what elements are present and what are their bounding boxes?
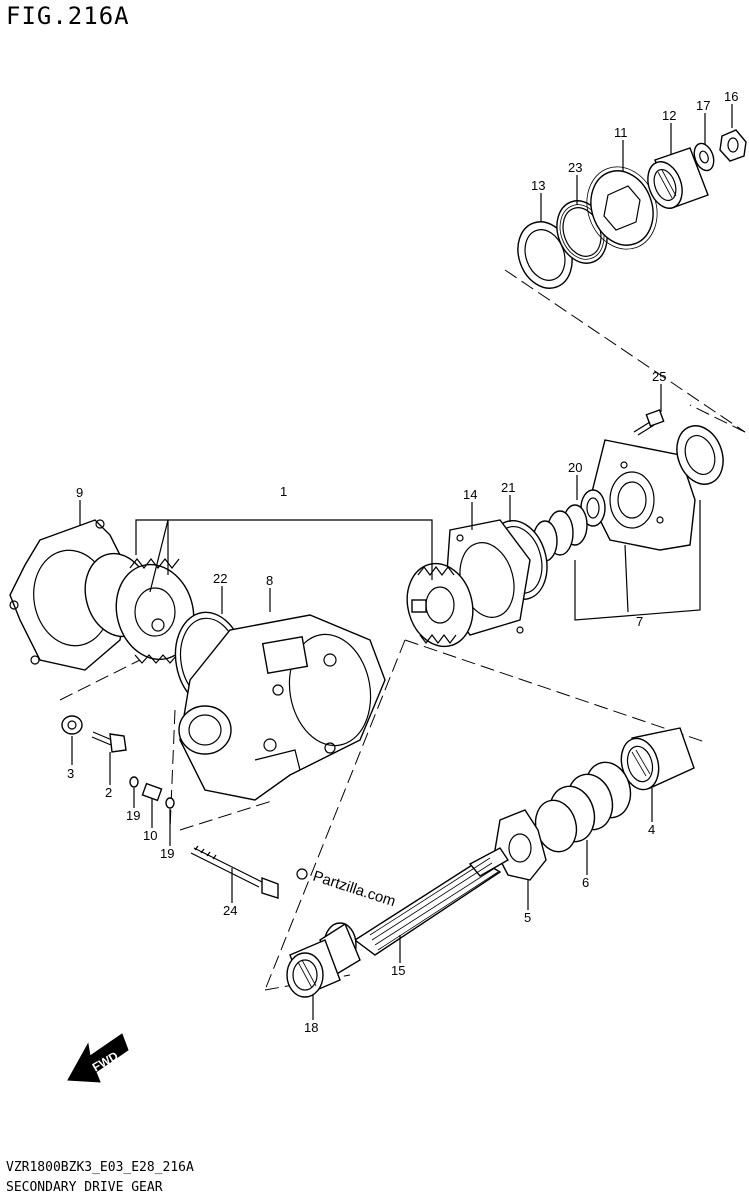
part-3-washer[interactable] bbox=[61, 715, 83, 735]
fwd-arrow-icon: FWD bbox=[67, 1033, 129, 1083]
part-2-bolt[interactable] bbox=[91, 731, 127, 753]
callout-11: 11 bbox=[614, 125, 628, 140]
callout-17: 17 bbox=[696, 98, 710, 113]
callout-9: 9 bbox=[76, 485, 83, 500]
callout-1: 1 bbox=[280, 484, 287, 499]
watermark-text: Partzilla.com bbox=[311, 868, 398, 911]
part-5-cam[interactable] bbox=[494, 809, 547, 881]
callout-20: 20 bbox=[568, 460, 582, 475]
callout-24: 24 bbox=[223, 903, 237, 918]
part-6-spring[interactable] bbox=[530, 757, 637, 856]
callout-19-a: 19 bbox=[126, 808, 140, 823]
part-8-gear-case[interactable] bbox=[178, 614, 386, 801]
callout-12: 12 bbox=[662, 108, 676, 123]
part-17-washer[interactable] bbox=[691, 141, 717, 173]
part-12-bearing[interactable] bbox=[642, 147, 709, 213]
figure-title: FIG.216A bbox=[6, 2, 130, 30]
callout-6: 6 bbox=[582, 875, 589, 890]
callout-25: 25 bbox=[652, 369, 666, 384]
callout-2: 2 bbox=[105, 785, 112, 800]
callout-8: 8 bbox=[266, 573, 273, 588]
callout-10: 10 bbox=[143, 828, 157, 843]
callout-7: 7 bbox=[636, 614, 643, 629]
part-25-bolt[interactable] bbox=[633, 409, 665, 436]
callout-5: 5 bbox=[524, 910, 531, 925]
callout-22: 22 bbox=[213, 571, 227, 586]
callout-13: 13 bbox=[531, 178, 545, 193]
callout-18: 18 bbox=[304, 1020, 318, 1035]
part-15-shaft[interactable] bbox=[319, 847, 509, 977]
callout-19-b: 19 bbox=[160, 846, 174, 861]
callout-21: 21 bbox=[501, 480, 515, 495]
part-10-dowel-pin[interactable] bbox=[141, 782, 163, 802]
part-16-nut[interactable] bbox=[719, 129, 747, 162]
part-18-needle-bearing[interactable] bbox=[286, 939, 341, 998]
part-19-o-ring-b[interactable] bbox=[165, 797, 175, 809]
watermark-registered-icon bbox=[296, 868, 308, 880]
part-4-bearing[interactable] bbox=[616, 727, 695, 794]
part-1-pinion-gear[interactable] bbox=[398, 556, 482, 654]
callout-16: 16 bbox=[724, 89, 738, 104]
part-24-bolt[interactable] bbox=[190, 845, 279, 899]
callout-3: 3 bbox=[67, 766, 74, 781]
callout-4: 4 bbox=[648, 822, 655, 837]
part-19-o-ring-a[interactable] bbox=[129, 776, 139, 788]
footer-code: VZR1800BZK3_E03_E28_216A bbox=[6, 1160, 194, 1175]
callout-15: 15 bbox=[391, 963, 405, 978]
callout-14: 14 bbox=[463, 487, 477, 502]
part-1-ring-gear[interactable] bbox=[76, 546, 204, 668]
footer-name: SECONDARY DRIVE GEAR bbox=[6, 1180, 163, 1195]
part-7-case-cover[interactable] bbox=[589, 419, 731, 551]
callout-23: 23 bbox=[568, 160, 582, 175]
